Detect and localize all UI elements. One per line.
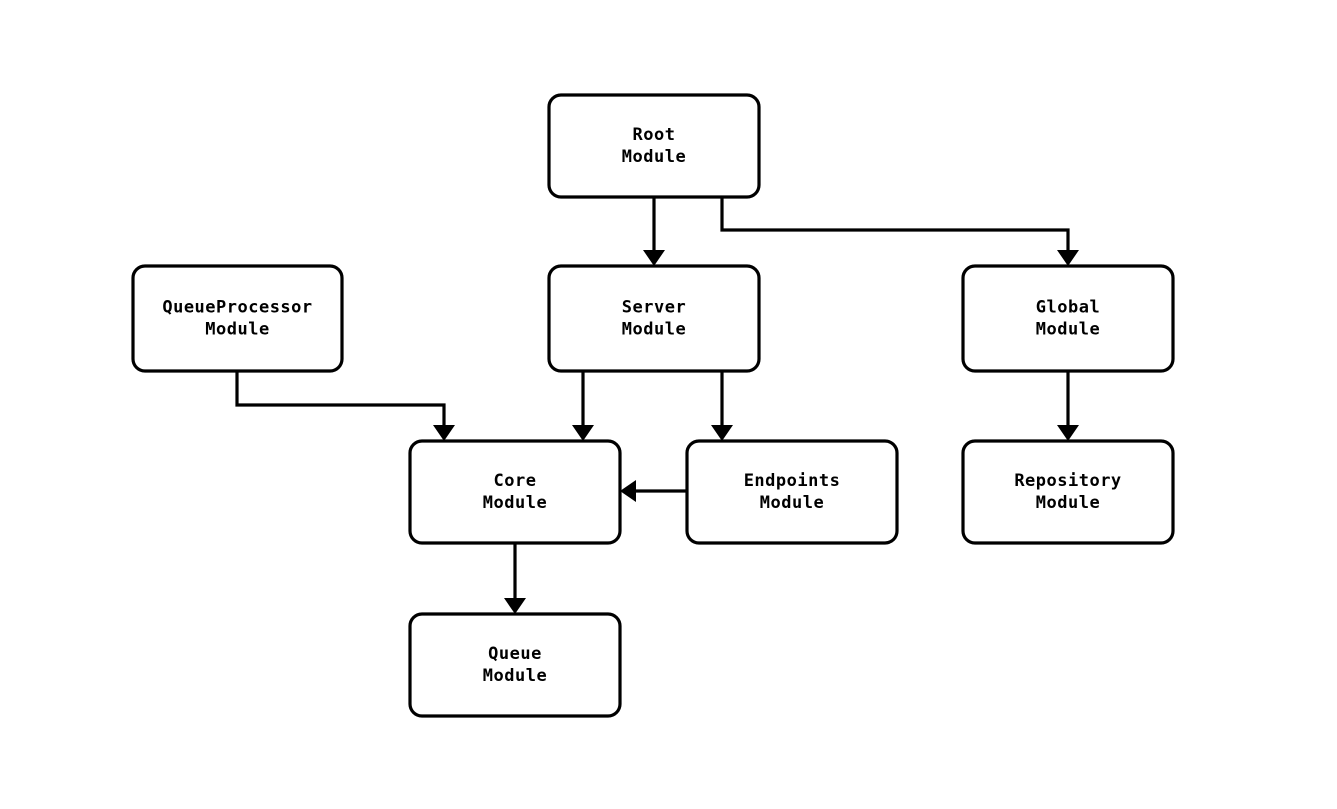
- node-box[interactable]: [961, 264, 1175, 373]
- edge-queueprocessor-to-core: [235, 371, 455, 441]
- edge-line: [720, 197, 1070, 252]
- arrowhead-icon: [1057, 250, 1079, 266]
- edge-server-to-core: [572, 371, 594, 441]
- arrowhead-icon: [643, 250, 665, 266]
- edge-server-to-endpoints: [711, 371, 733, 441]
- node-box[interactable]: [408, 439, 622, 545]
- edge-global-to-repository: [1057, 371, 1079, 441]
- node-box[interactable]: [547, 264, 761, 373]
- edges-layer: [235, 197, 1079, 614]
- node-label-primary: QueueProcessor: [162, 298, 312, 318]
- node-label-secondary: Module: [622, 320, 686, 340]
- node-box[interactable]: [408, 612, 622, 718]
- node-label-primary: Server: [622, 298, 686, 318]
- node-label-secondary: Module: [205, 320, 269, 340]
- node-box[interactable]: [685, 439, 899, 545]
- arrowhead-icon: [620, 480, 636, 502]
- node-label-primary: Queue: [488, 644, 542, 664]
- node-box[interactable]: [547, 93, 761, 199]
- edge-core-to-queue: [504, 543, 526, 614]
- node-box[interactable]: [961, 439, 1175, 545]
- node-label-secondary: Module: [622, 147, 686, 167]
- node-label-primary: Endpoints: [744, 471, 841, 491]
- edge-line: [235, 371, 446, 427]
- nodes-layer: RootModuleQueueProcessorModuleServerModu…: [131, 93, 1175, 718]
- node-label-secondary: Module: [483, 666, 547, 686]
- arrowhead-icon: [504, 598, 526, 614]
- edge-root-to-global: [720, 197, 1079, 266]
- node-label-primary: Repository: [1014, 471, 1121, 491]
- edge-root-to-server: [643, 197, 665, 266]
- arrowhead-icon: [572, 425, 594, 441]
- node-label-secondary: Module: [760, 493, 824, 513]
- node-label-secondary: Module: [1036, 493, 1100, 513]
- node-box[interactable]: [131, 264, 344, 373]
- node-label-secondary: Module: [483, 493, 547, 513]
- arrowhead-icon: [433, 425, 455, 441]
- edge-endpoints-to-core: [620, 480, 687, 502]
- node-label-primary: Global: [1036, 298, 1100, 318]
- node-label-primary: Core: [494, 471, 537, 491]
- arrowhead-icon: [1057, 425, 1079, 441]
- arrowhead-icon: [711, 425, 733, 441]
- node-label-secondary: Module: [1036, 320, 1100, 340]
- node-label-primary: Root: [633, 125, 676, 145]
